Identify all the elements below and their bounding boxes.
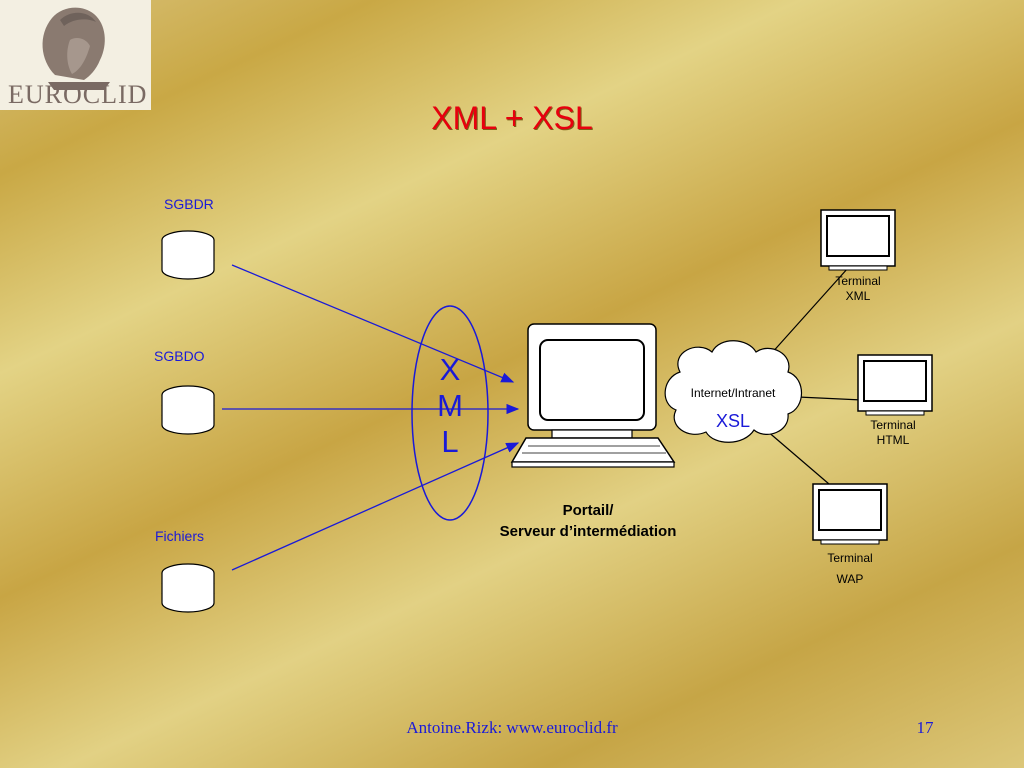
source-label-sgbdo: SGBDO bbox=[154, 348, 205, 364]
arrow-fichiers bbox=[231, 442, 520, 571]
terminal-html-icon bbox=[857, 354, 933, 416]
terminal-xml-line1: Terminal bbox=[835, 274, 881, 288]
terminal-wap-line1: Terminal bbox=[827, 551, 873, 565]
euroclid-logo: EUROCLID bbox=[0, 0, 151, 110]
cloud-xsl-label: XSL bbox=[715, 411, 751, 431]
xml-letter-m: M bbox=[437, 388, 463, 423]
terminal-xml-label: Terminal XML bbox=[818, 274, 898, 304]
source-label-fichiers: Fichiers bbox=[155, 528, 205, 544]
source-label-sgbdr: SGBDR bbox=[164, 196, 214, 212]
database-sgbdo-icon bbox=[161, 385, 215, 435]
xml-letter-l: L bbox=[441, 424, 459, 459]
terminal-html-label: Terminal HTML bbox=[853, 418, 933, 448]
footer-text: Antoine.Rizk: www.euroclid.fr bbox=[406, 718, 618, 737]
terminal-xml-line2: XML bbox=[845, 289, 871, 303]
portal-computer-icon bbox=[510, 323, 676, 468]
database-sgbdr-icon bbox=[161, 230, 215, 280]
terminal-wap-label: Terminal WAP bbox=[810, 548, 890, 590]
xml-ellipse bbox=[411, 305, 489, 521]
xml-letters: X M L bbox=[430, 352, 470, 460]
bust-icon bbox=[42, 7, 110, 90]
portal-label-line1: Portail/ bbox=[562, 502, 614, 519]
portal-label-line2: Serveur d’intermédiation bbox=[499, 523, 677, 540]
link-terminal-wap bbox=[765, 429, 837, 491]
database-fichiers-icon bbox=[161, 563, 215, 613]
terminal-html-line1: Terminal bbox=[870, 418, 916, 432]
link-terminal-html bbox=[797, 396, 863, 401]
portal-label: Portail/ Serveur d’intermédiation bbox=[470, 500, 706, 542]
cloud-label: Internet/Intranet bbox=[690, 386, 776, 400]
link-terminal-xml bbox=[769, 267, 849, 356]
xml-letter-x: X bbox=[439, 352, 461, 387]
cloud-icon bbox=[664, 340, 802, 443]
logo-text: EUROCLID bbox=[8, 80, 148, 109]
arrow-sgbdr bbox=[231, 264, 515, 383]
slide-title: XML + XSL bbox=[431, 100, 593, 136]
terminal-xml-icon bbox=[820, 209, 896, 271]
terminal-html-line2: HTML bbox=[876, 433, 910, 447]
page-number: 17 bbox=[916, 718, 934, 737]
terminal-wap-icon bbox=[812, 483, 888, 545]
terminal-wap-line2: WAP bbox=[836, 572, 864, 586]
